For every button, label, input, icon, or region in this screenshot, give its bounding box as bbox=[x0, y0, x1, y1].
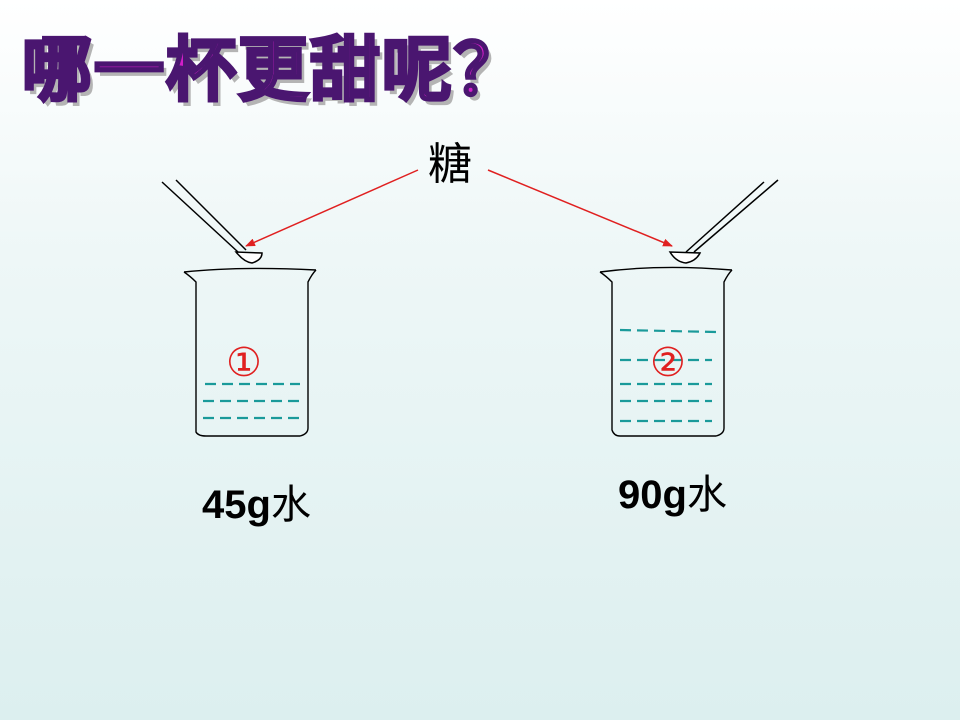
sugar-label: 糖 bbox=[428, 139, 472, 190]
beaker-1-mass-label: 45g水 bbox=[202, 472, 311, 530]
beaker-2-substance: 水 bbox=[686, 472, 727, 518]
left-water-lines bbox=[203, 382, 300, 420]
right-beaker bbox=[599, 266, 733, 437]
beaker-1-substance: 水 bbox=[270, 482, 311, 528]
right-spoon bbox=[668, 179, 779, 264]
beaker-1-mass: 45g bbox=[202, 483, 271, 527]
arrow-to-right-spoon bbox=[487, 169, 673, 247]
beaker-2-mass-label: 90g水 bbox=[618, 462, 727, 520]
beaker-2-number: ② bbox=[650, 340, 686, 386]
beaker-1-number: ① bbox=[226, 340, 262, 386]
page-title: 哪一杯更甜呢？ bbox=[21, 28, 526, 113]
left-beaker bbox=[183, 267, 317, 437]
left-spoon bbox=[161, 179, 263, 264]
arrow-to-left-spoon bbox=[245, 169, 419, 247]
beaker-2-mass: 90g bbox=[618, 473, 687, 517]
right-water-lines bbox=[619, 328, 717, 423]
